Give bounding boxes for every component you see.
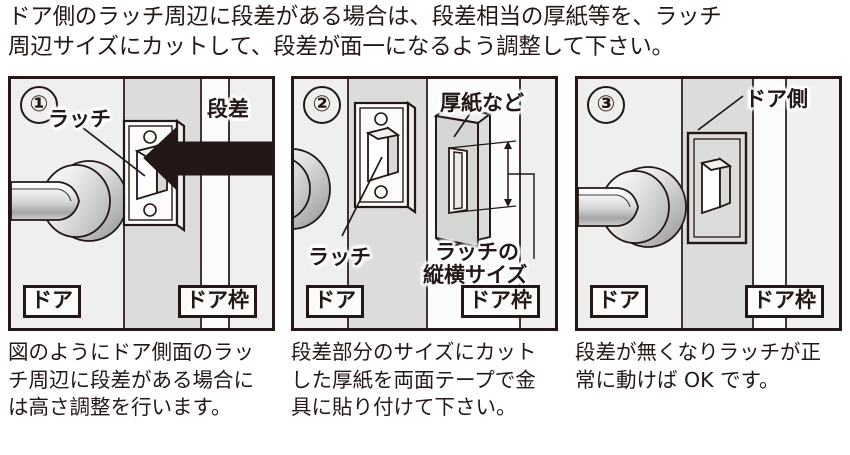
band-edge-b-3: [752, 79, 754, 328]
door-frame-tag-3: ドア枠: [745, 285, 824, 318]
latch-label-1: ラッチ: [48, 107, 111, 131]
latch-faceplate-icon: [353, 100, 417, 215]
band-edge-c-3: [785, 79, 787, 328]
latch-size-label-line-2: 縦横サイズ: [423, 263, 528, 287]
panel-2-artwork: [294, 98, 535, 259]
latch-size-label-line-1: ラッチの: [435, 240, 519, 264]
header-line-1: ドア側のラッチ周辺に段差がある場合は、段差相当の厚紙等を、ラッチ: [8, 4, 722, 30]
band-edge-b-2: [426, 79, 428, 328]
door-lever-handle-icon: [578, 166, 687, 248]
caption-3-line-1: 段差が無くなりラッチが正: [575, 340, 821, 364]
door-frame-tag-2: ドア枠: [461, 285, 540, 318]
cardboard-label-2: 厚紙など: [440, 91, 524, 115]
latch-leader-line-1: [73, 120, 146, 177]
dimension-arrow-icon: [448, 140, 535, 259]
panel-step-3: ③: [575, 76, 842, 331]
band-edge-c-2: [519, 79, 521, 328]
door-tag-2: ドア: [306, 285, 364, 318]
panel-step-1: ①: [8, 76, 275, 331]
step-number-1: ①: [20, 86, 58, 124]
door-side-leader-line: [697, 95, 744, 131]
step-number-3: ③: [587, 86, 625, 124]
panel-3-artwork: [578, 95, 748, 248]
cardboard-shim-icon: [433, 105, 493, 249]
door-side-label-3: ドア側: [745, 87, 808, 111]
caption-1-line-2: チ周辺に段差がある場合に: [8, 367, 254, 392]
left-arrow-icon: [143, 126, 272, 191]
step-number-2: ②: [303, 86, 341, 124]
caption-1-line-1: 図のようにドア側面のラッ: [8, 340, 254, 364]
page-title: ドア側のラッチ周辺に段差がある場合は、段差相当の厚紙等を、ラッチ 周辺サイズにカ…: [8, 2, 844, 62]
header-line-2: 周辺サイズにカットして、段差が面一になるよう調整して下さい。: [8, 34, 674, 60]
band-edge-c-1: [228, 79, 230, 328]
band-edge-a-2: [347, 79, 349, 328]
door-tag-1: ドア: [23, 285, 81, 318]
door-lever-handle-icon: [294, 148, 331, 230]
step-label-1: 段差: [207, 97, 249, 121]
latch-faceplate-flush-icon: [686, 131, 748, 245]
door-frame-tag-1: ドア枠: [178, 285, 257, 318]
caption-1-line-3: は高さ調整を行います。: [8, 395, 232, 419]
caption-step-2: 段差部分のサイズにカット した厚紙を両面テープで金 具に貼り付けて下さい。: [291, 339, 569, 422]
caption-step-3: 段差が無くなりラッチが正 常に動けば OK です。: [575, 339, 847, 394]
caption-2-line-2: した厚紙を両面テープで金: [291, 367, 536, 392]
cardboard-leader-line: [453, 98, 481, 138]
panel-step-2: ②: [291, 76, 558, 331]
band-edge-b-1: [200, 79, 202, 328]
latch-label-2: ラッチ: [308, 245, 371, 269]
caption-step-1: 図のようにドア側面のラッ チ周辺に段差がある場合に は高さ調整を行います。: [8, 339, 286, 422]
door-lever-handle-icon: [11, 160, 128, 242]
panel-row: ①: [0, 76, 850, 331]
caption-2-line-3: 具に貼り付けて下さい。: [291, 395, 517, 419]
caption-3-line-2: 常に動けば OK です。: [575, 367, 780, 392]
latch-leader-line-2: [341, 156, 383, 237]
caption-2-line-1: 段差部分のサイズにカット: [291, 340, 537, 364]
panel-1-artwork: [11, 118, 272, 242]
door-tag-3: ドア: [590, 285, 648, 318]
